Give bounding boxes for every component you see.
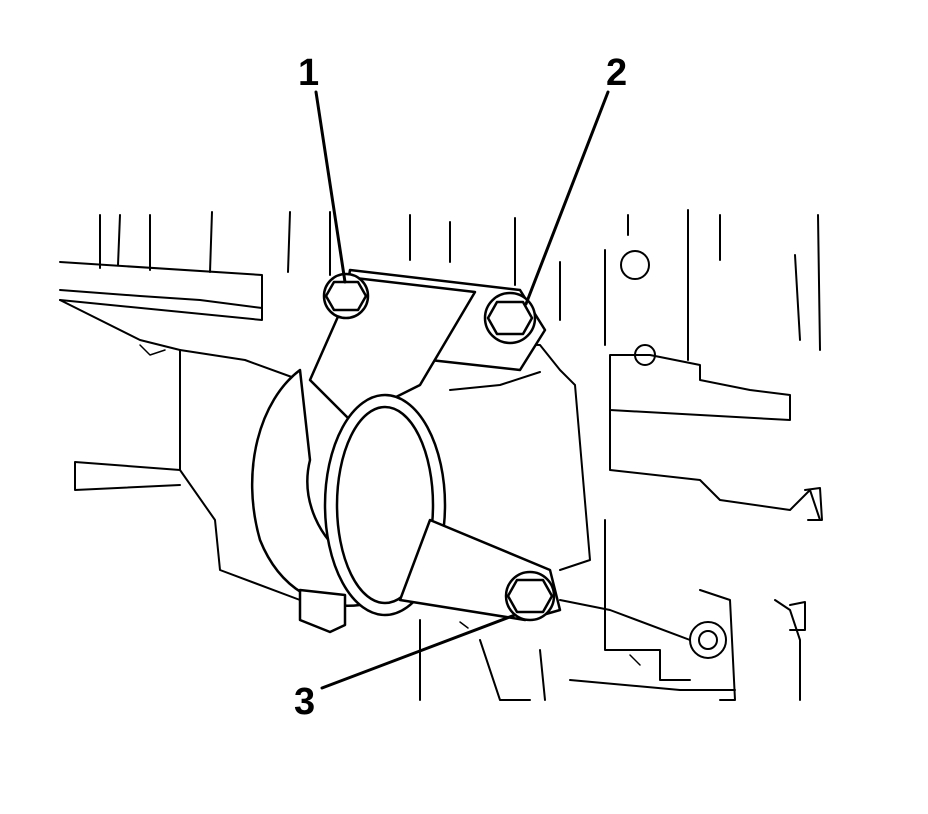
leader-line-3 [320,613,517,690]
bolt-3 [504,570,556,622]
bolt-2 [483,291,537,345]
callout-label-2: 2 [606,52,628,94]
callout-label-1: 1 [298,52,320,94]
leader-line-2 [524,90,610,306]
callout-label-3: 3 [294,681,316,723]
engine-block [59,209,823,701]
leader-line-1 [314,90,347,284]
bolt-1 [322,272,370,320]
